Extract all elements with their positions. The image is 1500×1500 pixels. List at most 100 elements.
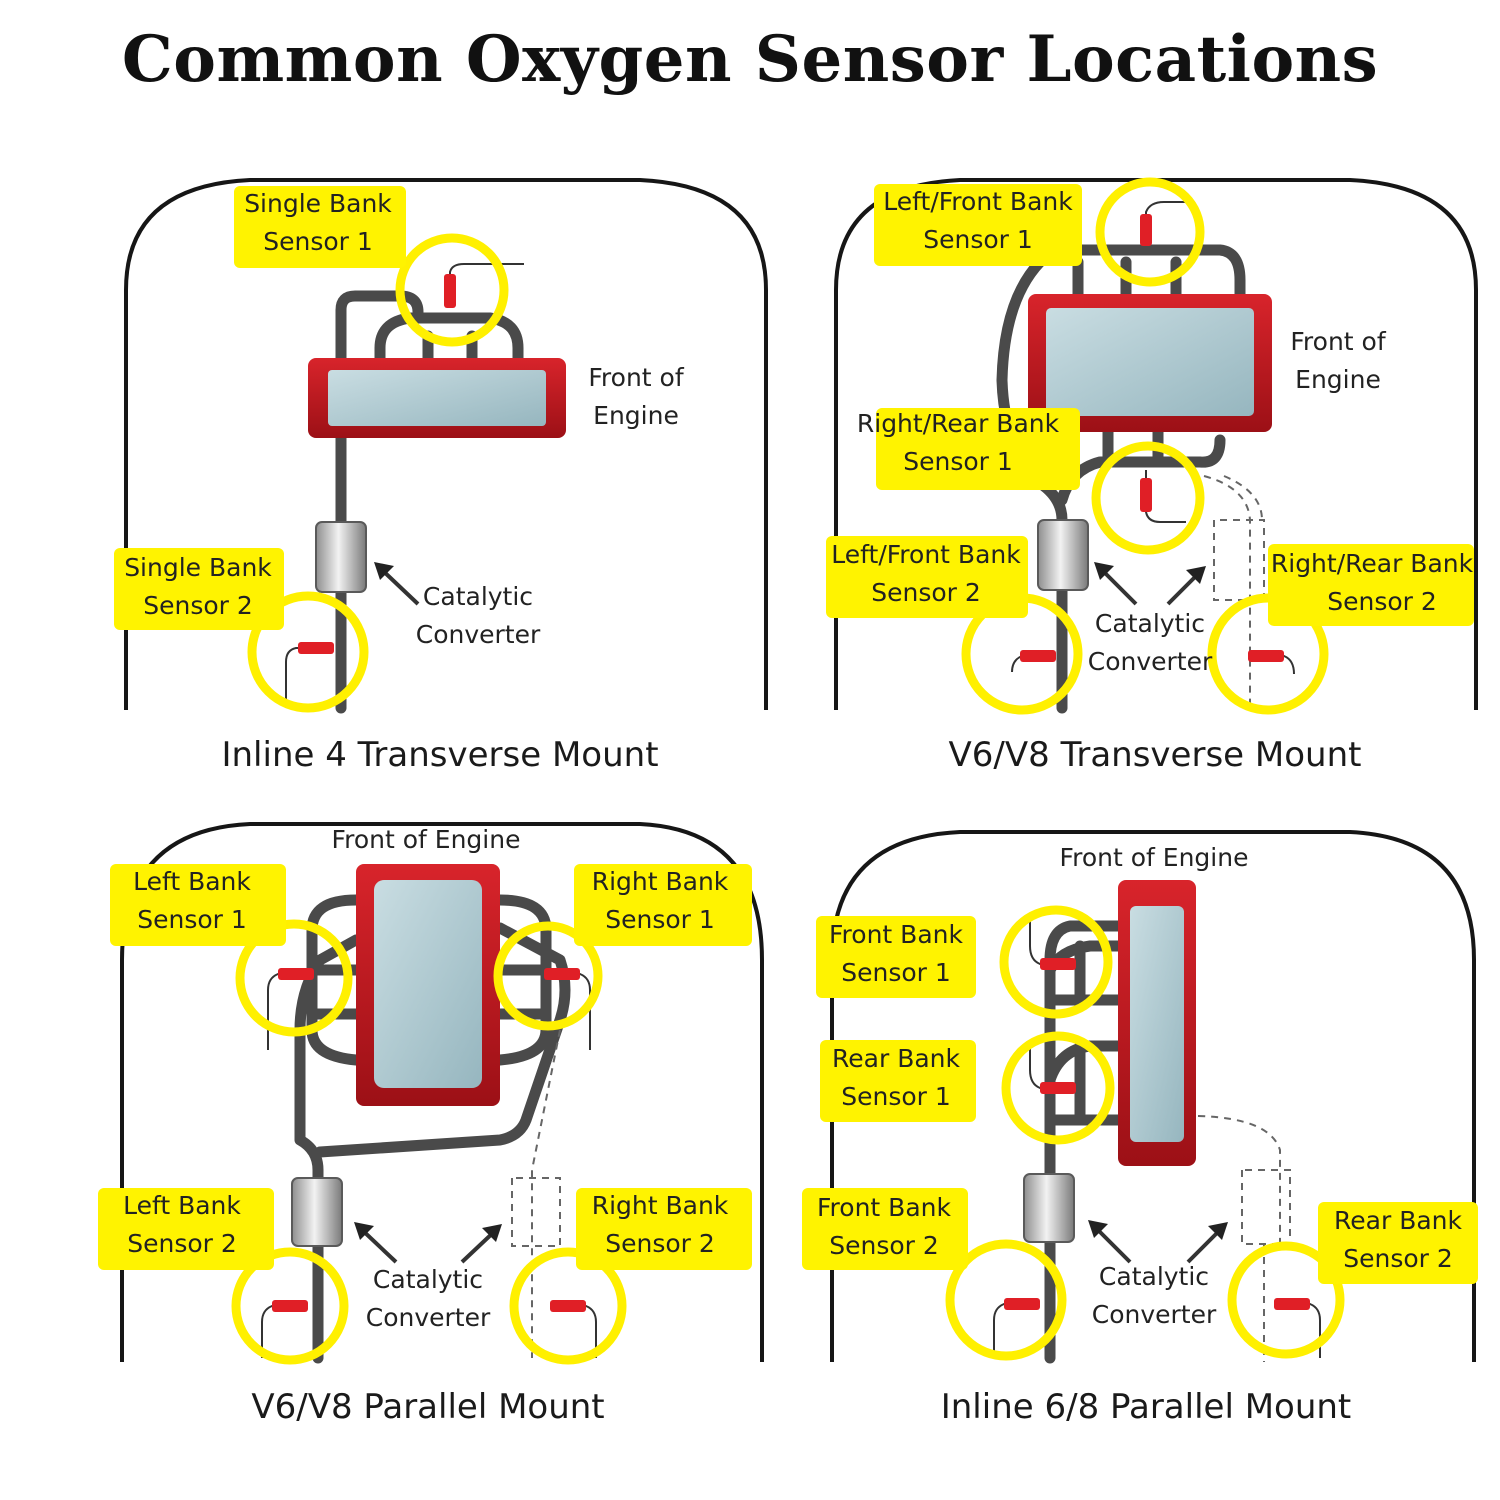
catalytic-converter: [315, 521, 367, 593]
oxygen-sensor: [1040, 958, 1076, 970]
converter-label: Catalytic: [423, 582, 533, 611]
sensor-label-line2: Sensor 1: [263, 227, 373, 256]
sensor-wire: [993, 1303, 1040, 1358]
sensor-label-line1: Right Bank: [592, 1191, 729, 1220]
oxygen-sensor: [272, 1300, 308, 1312]
catalytic-converter: [1037, 519, 1089, 591]
alternate-exhaust-path: [511, 1029, 561, 1358]
panel-v6v8-transverse: Left/Front Bank Sensor 1 Right/Rear Bank…: [826, 177, 1478, 775]
front-of-engine-label: Front of Engine: [332, 825, 521, 854]
oxygen-sensor: [550, 1300, 586, 1312]
sensor-label-line2: Sensor 2: [829, 1231, 939, 1260]
sensor-highlight-ring: [509, 1247, 627, 1365]
sensor-highlight-ring: [999, 905, 1113, 1019]
sensor-label-line2: Sensor 1: [841, 958, 951, 987]
sensor-label-line2: Sensor 1: [841, 1082, 951, 1111]
converter-label: Converter: [366, 1303, 491, 1332]
sensor-highlight-ring: [395, 233, 509, 347]
sensor-highlight-ring: [1227, 1241, 1345, 1359]
oxygen-sensor: [278, 968, 314, 980]
sensor-label-line2: Sensor 2: [143, 591, 253, 620]
sensor-label-line1: Rear Bank: [832, 1044, 960, 1073]
sensor-wire: [449, 263, 524, 300]
sensor-highlight-ring: [1095, 177, 1205, 287]
label-highlight: [576, 1188, 752, 1270]
sensor-highlight-ring: [1001, 1031, 1115, 1145]
sensor-label-line1: Front Bank: [817, 1193, 951, 1222]
sensor-label-line2: Sensor 2: [1343, 1244, 1453, 1273]
sensor-label-line1: Left Bank: [123, 1191, 241, 1220]
arrow-head: [1208, 1222, 1228, 1240]
sensor-label-line1: Single Bank: [124, 553, 272, 582]
label-highlight: [876, 408, 1080, 490]
sensor-highlight-ring: [231, 1247, 349, 1365]
arrow-head: [1186, 566, 1206, 584]
converter-label: Converter: [1088, 647, 1213, 676]
sensor-label-line1: Right Bank: [592, 867, 729, 896]
oxygen-sensor: [1140, 214, 1152, 246]
arrow-head: [1094, 562, 1114, 580]
label-highlight: [802, 1188, 968, 1270]
converter-label: Catalytic: [1099, 1262, 1209, 1291]
converter-label: Catalytic: [1095, 609, 1205, 638]
label-highlight: [574, 864, 752, 946]
label-highlight: [234, 186, 406, 268]
sensor-label-line2: Sensor 1: [903, 447, 1013, 476]
sensor-label-line1: Left/Front Bank: [831, 540, 1021, 569]
sensor-label-line1: Left/Front Bank: [883, 187, 1073, 216]
label-highlight: [820, 1040, 976, 1122]
label-highlight: [1318, 1202, 1478, 1284]
front-of-engine-label: Front of: [1290, 327, 1386, 356]
oxygen-sensor: [298, 642, 334, 654]
engine-cover: [1130, 906, 1184, 1142]
label-highlight: [98, 1188, 274, 1270]
sensor-label-line1: Right/Rear Bank: [857, 409, 1060, 438]
label-highlight: [1268, 544, 1474, 626]
sensor-label-line1: Left Bank: [133, 867, 251, 896]
arrow-to-converter: [378, 566, 420, 606]
sensor-label-line2: Sensor 2: [1327, 587, 1437, 616]
arrow-head: [1088, 1220, 1108, 1238]
sensor-wire: [267, 973, 312, 1050]
label-highlight: [874, 184, 1082, 266]
panel-inline68-parallel: Front Bank Sensor 1 Rear Bank Sensor 1 F…: [802, 830, 1478, 1427]
sensor-label-line1: Right/Rear Bank: [1271, 549, 1474, 578]
oxygen-sensor: [544, 968, 580, 980]
sensor-highlight-ring: [1091, 441, 1205, 555]
sensor-wire: [261, 1305, 308, 1358]
sensor-wire: [1029, 1046, 1070, 1089]
label-highlight: [826, 536, 1028, 618]
catalytic-converter: [291, 1177, 343, 1247]
front-of-engine-label: Engine: [1295, 365, 1381, 394]
exhaust-manifold: [335, 290, 424, 714]
catalytic-converter: [1023, 1173, 1075, 1243]
oxygen-sensor: [1004, 1298, 1040, 1310]
sensor-wire: [1029, 918, 1070, 965]
sensor-wire: [285, 647, 332, 708]
label-highlight: [114, 548, 284, 630]
manifold-runner: [374, 312, 524, 366]
vehicle-outline: [830, 830, 1476, 1362]
converter-label: Catalytic: [373, 1265, 483, 1294]
sensor-label-line2: Sensor 2: [605, 1229, 715, 1258]
sensor-wire: [1274, 1303, 1321, 1358]
sensor-wire: [1145, 201, 1190, 240]
engine-cover: [328, 370, 546, 426]
converter-label: Converter: [416, 620, 541, 649]
sensor-label-line2: Sensor 1: [923, 225, 1033, 254]
arrow-head: [354, 1222, 374, 1240]
oxygen-sensor: [444, 274, 456, 308]
front-of-engine-label: Front of: [588, 363, 684, 392]
sensor-label-line1: Rear Bank: [1334, 1206, 1462, 1235]
oxygen-sensor: [1248, 650, 1284, 662]
label-highlight: [110, 864, 286, 946]
panel-caption: Inline 6/8 Parallel Mount: [941, 1387, 1352, 1427]
oxygen-sensor: [1040, 1082, 1076, 1094]
oxygen-sensor: [1020, 650, 1056, 662]
sensor-highlight-ring: [235, 919, 353, 1037]
sensor-label-line1: Front Bank: [829, 920, 963, 949]
label-highlight: [816, 916, 976, 998]
sensor-wire: [546, 973, 591, 1050]
page-title: Common Oxygen Sensor Locations: [121, 22, 1379, 97]
